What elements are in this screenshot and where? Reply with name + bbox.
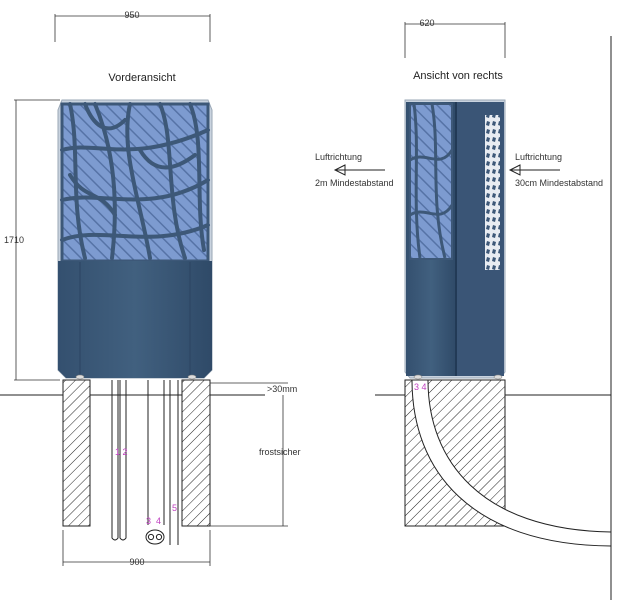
airflow-left-arrow-icon <box>333 164 385 176</box>
airflow-left: Luftrichtung 2m Mindestabstand <box>315 152 394 188</box>
front-foundation-left <box>62 379 91 527</box>
marker-12: 1 2 <box>115 447 128 457</box>
airflow-right-label: Luftrichtung <box>515 152 562 162</box>
marker-4: 4 <box>156 516 161 526</box>
foundation-width-label: 900 <box>129 557 144 567</box>
side-foot-right <box>493 374 503 380</box>
front-foot-left <box>75 374 85 380</box>
front-foundation-right <box>181 379 211 527</box>
side-marker-34: 3 4 <box>414 382 427 392</box>
front-conduits <box>111 380 179 545</box>
airflow-right-arrow-icon <box>508 164 560 176</box>
front-grille-leaf-pattern <box>60 102 210 260</box>
front-view-title: Vorderansicht <box>108 72 175 84</box>
conduit-34-pair <box>145 529 165 545</box>
side-front-grille-leaves <box>409 103 454 259</box>
airflow-right-distance: 30cm Mindestabstand <box>515 178 603 188</box>
height-label: 1710 <box>4 235 24 245</box>
side-perforated-strip <box>485 115 500 270</box>
marker-3: 3 <box>146 516 151 526</box>
side-width-label: 620 <box>419 18 434 28</box>
side-view-title: Ansicht von rechts <box>413 70 503 82</box>
front-view: 950 Vorderansicht 1710 <box>0 10 301 567</box>
airflow-right: Luftrichtung 30cm Mindestabstand <box>508 152 603 188</box>
front-foot-right <box>187 374 197 380</box>
marker-5: 5 <box>172 503 177 513</box>
front-width-label: 950 <box>124 10 139 20</box>
side-foot-left <box>413 374 423 380</box>
airflow-left-distance: 2m Mindestabstand <box>315 178 394 188</box>
conduit-12-b <box>119 380 127 541</box>
side-view: 620 Ansicht von rechts 3 4 <box>375 18 612 600</box>
side-curved-conduit <box>411 379 612 547</box>
conduit-12-a <box>111 380 119 541</box>
side-front-grille-border <box>409 103 453 260</box>
front-lower-panel <box>58 261 212 378</box>
clearance-label: >30mm <box>267 384 297 394</box>
frost-depth-label: frostsicher <box>259 447 301 457</box>
airflow-left-label: Luftrichtung <box>315 152 362 162</box>
